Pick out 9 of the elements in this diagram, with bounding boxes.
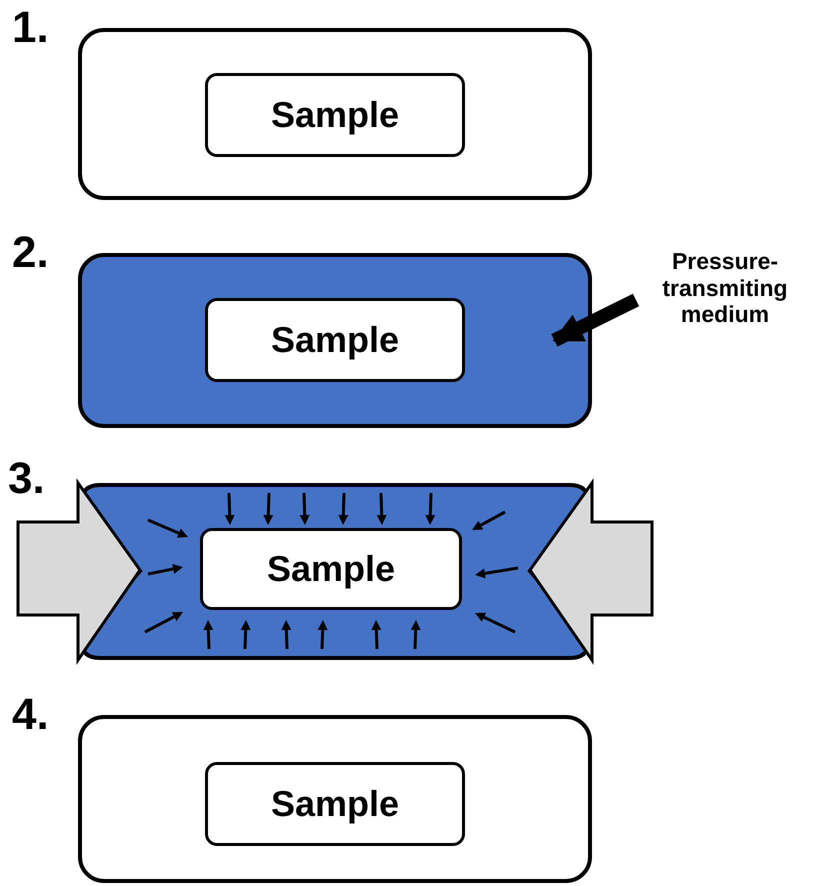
step-number: 1. <box>12 6 49 50</box>
step-number: 3. <box>8 457 45 501</box>
callout-label: Pressure-transmiting medium <box>636 238 813 338</box>
step-number: 4. <box>12 693 49 737</box>
sample-box: Sample <box>205 73 465 157</box>
step-number: 2. <box>12 231 49 275</box>
sample-box: Sample <box>205 298 465 382</box>
sample-box: Sample <box>200 528 462 610</box>
sample-box: Sample <box>205 762 465 846</box>
